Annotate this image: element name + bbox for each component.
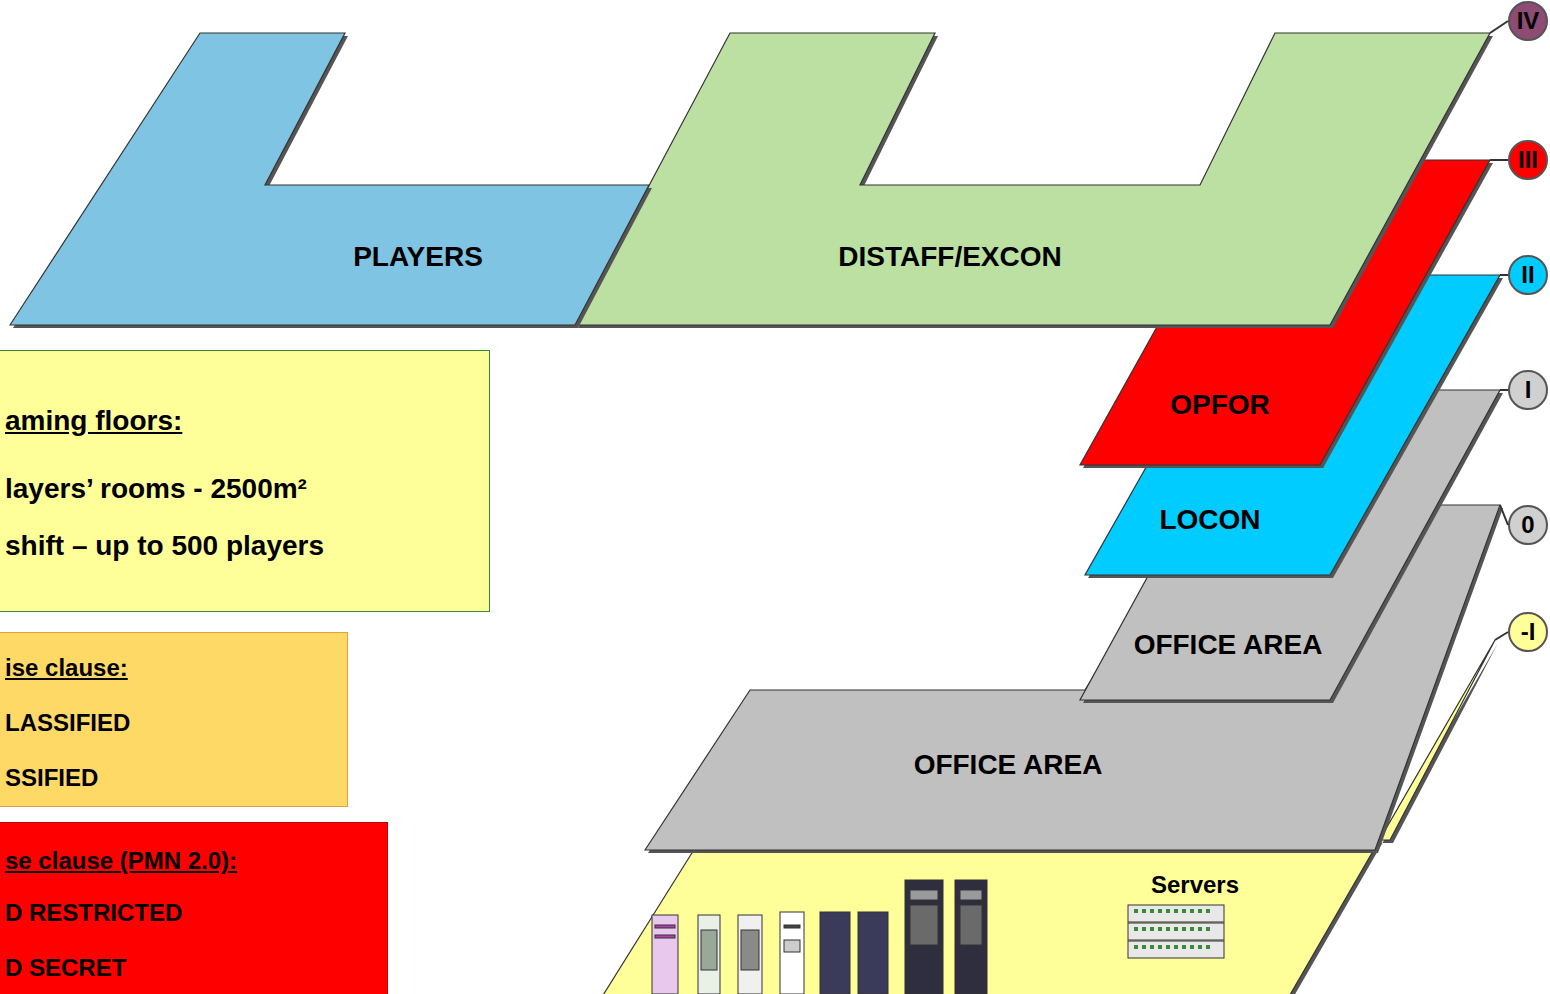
port-dot: [1182, 927, 1186, 931]
port-dot: [1150, 909, 1154, 913]
floor-number-circle: IV: [1508, 1, 1548, 41]
floor-players: PLAYERS: [10, 33, 649, 325]
port-dot: [1166, 945, 1170, 949]
label-text: layers’ rooms - 2500m²: [5, 473, 307, 505]
port-dot: [1158, 945, 1162, 949]
port-dot: [1206, 927, 1210, 931]
floor-leader: [1495, 632, 1508, 640]
label-text: ise clause:: [5, 654, 128, 682]
floor-number: -I: [1521, 618, 1536, 646]
floor-number: I: [1525, 376, 1532, 404]
port-dot: [1158, 927, 1162, 931]
port-dot: [1166, 927, 1170, 931]
port-dot: [1174, 927, 1178, 931]
port-dot: [1174, 909, 1178, 913]
floor-number-circle: 0: [1508, 505, 1548, 545]
port-dot: [1190, 945, 1194, 949]
label-text: aming floors:: [5, 405, 182, 437]
label-text: Servers: [1151, 871, 1239, 899]
port-dot: [1150, 945, 1154, 949]
port-dot: [1206, 945, 1210, 949]
port-dot: [1158, 909, 1162, 913]
clause-box: se clause (PMN 2.0): D RESTRICTED D SECRET: [0, 822, 388, 994]
port-dot: [1206, 909, 1210, 913]
floor-number: IV: [1517, 7, 1540, 35]
port-dot: [1166, 909, 1170, 913]
label-text: OFFICE AREA: [914, 749, 1103, 781]
floor-leader: [1500, 505, 1508, 525]
port-dot: [1142, 909, 1146, 913]
port-dot: [1134, 909, 1138, 913]
floor-number-circle: -I: [1508, 612, 1548, 652]
port-dot: [1198, 909, 1202, 913]
floor-leader: [1490, 159, 1508, 161]
port-dot: [1174, 945, 1178, 949]
port-dot: [1182, 909, 1186, 913]
floor-outline: [10, 33, 649, 325]
port-dot: [1142, 927, 1146, 931]
port-dot: [1190, 927, 1194, 931]
floor-number-circle: I: [1508, 370, 1548, 410]
floor-number: III: [1518, 146, 1538, 174]
label-text: LASSIFIED: [5, 709, 130, 737]
port-dot: [1150, 927, 1154, 931]
floor-fill: [575, 33, 1490, 325]
label-text: D SECRET: [5, 954, 126, 982]
floor-leader: [1500, 389, 1508, 391]
port-dot: [1182, 945, 1186, 949]
floor-number-circle: II: [1508, 255, 1548, 295]
server-towers: [652, 880, 987, 994]
port-dot: [1198, 927, 1202, 931]
port-dot: [1198, 945, 1202, 949]
rack-switches: [1128, 905, 1224, 958]
label-text: SSIFIED: [5, 764, 98, 792]
floor-number: 0: [1521, 511, 1534, 539]
floor-leader: [1490, 21, 1508, 33]
port-dot: [1142, 945, 1146, 949]
label-text: se clause (PMN 2.0):: [5, 847, 237, 875]
floor-distaff: DISTAFF/EXCON: [575, 33, 1490, 325]
clause-box: ise clause: LASSIFIED SSIFIED: [0, 632, 348, 807]
port-dot: [1134, 945, 1138, 949]
info-box: aming floors: layers’ rooms - 2500m² shift…: [0, 350, 490, 612]
port-dot: [1134, 927, 1138, 931]
label-text: OFFICE AREA: [1133, 629, 1323, 661]
floor-number: II: [1521, 261, 1534, 289]
label-text: LOCON: [1159, 504, 1260, 536]
label-text: shift – up to 500 players: [5, 530, 324, 562]
floor-outline: [575, 33, 1490, 325]
label-text: PLAYERS: [353, 241, 483, 273]
label-text: D RESTRICTED: [5, 899, 182, 927]
port-dot: [1190, 909, 1194, 913]
label-text: OPFOR: [1170, 389, 1270, 421]
floor-fill: [10, 33, 649, 325]
label-text: DISTAFF/EXCON: [838, 241, 1061, 273]
floor-leader: [1500, 274, 1508, 276]
rack-ports: [1134, 909, 1210, 949]
floor-number-circle: III: [1508, 140, 1548, 180]
